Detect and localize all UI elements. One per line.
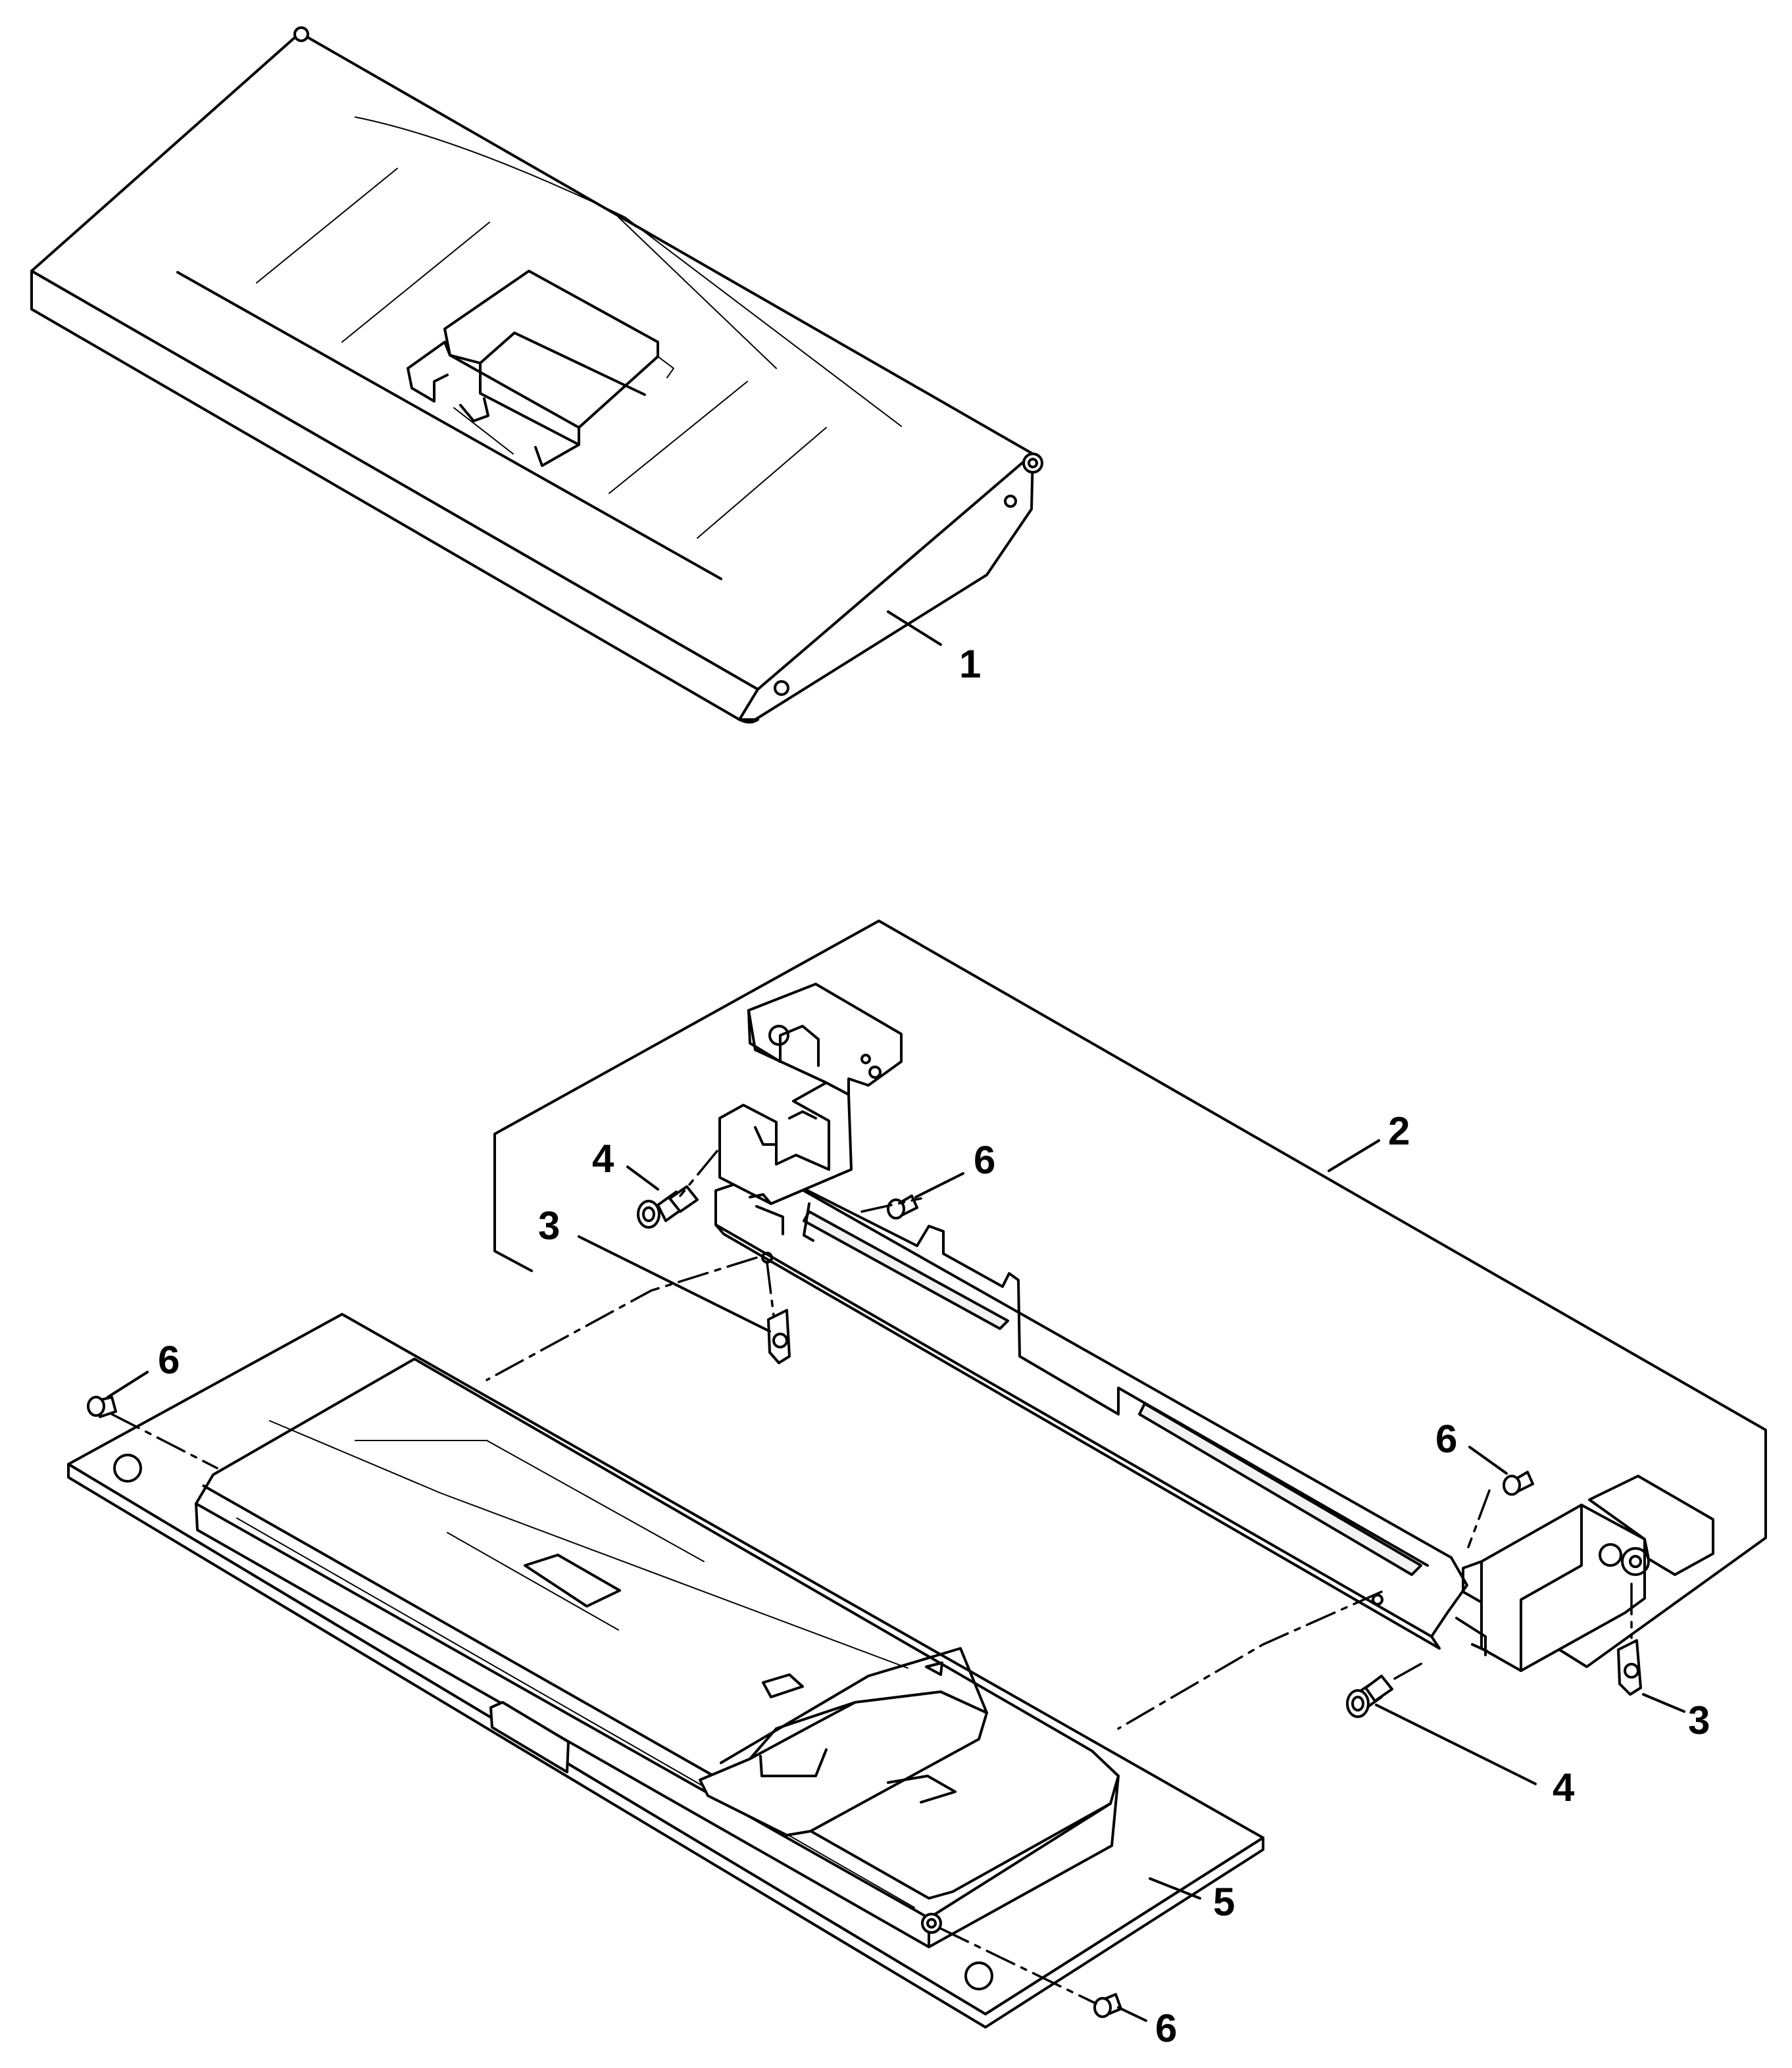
- leader-line-6-plate-left: [107, 1371, 149, 1398]
- leader-line-1: [887, 610, 942, 646]
- callout-label-4-left: 4: [592, 1137, 614, 1181]
- callout-label-3-left: 3: [538, 1204, 560, 1248]
- part-2-mounting-rail: [714, 983, 1714, 1672]
- callout-4-left: 4: [592, 1137, 659, 1191]
- assembly-lines: [111, 1150, 1633, 2005]
- callout-label-6-plate-left: 6: [158, 1338, 180, 1382]
- callout-label-6-plate-bottom: 6: [1155, 2006, 1177, 2050]
- callout-6-plate-bottom: 6: [1117, 2006, 1177, 2050]
- part-5-base-plate: [67, 1313, 1264, 2029]
- callout-6-rail: 6: [914, 1138, 995, 1198]
- leader-line-4-right: [1375, 1704, 1537, 1785]
- leader-line-4-left: [626, 1166, 659, 1191]
- callout-label-4-right: 4: [1553, 1765, 1575, 1810]
- callout-5: 5: [1149, 1877, 1235, 1924]
- leader-line-3-left: [578, 1235, 771, 1333]
- callout-label-6-right: 6: [1435, 1417, 1457, 1461]
- callout-6-right: 6: [1435, 1417, 1508, 1475]
- callout-label-3-right: 3: [1688, 1698, 1710, 1742]
- callout-6-plate-left: 6: [107, 1338, 180, 1398]
- callout-label-2: 2: [1388, 1109, 1410, 1153]
- callout-3-left: 3: [538, 1204, 771, 1333]
- leader-line-2: [1328, 1139, 1380, 1172]
- screw-4-left: [637, 1185, 699, 1229]
- screw-4-right: [1346, 1675, 1393, 1718]
- part-1-cover-panel: [30, 26, 1043, 724]
- callout-3-right: 3: [1642, 1693, 1710, 1742]
- leader-line-6-plate-bottom: [1117, 2006, 1147, 2022]
- callout-label-1: 1: [959, 642, 981, 686]
- screw-6-right-bracket: [1503, 1471, 1534, 1496]
- clip-3-left: [767, 1309, 791, 1364]
- assembly-2-group-outline: [493, 920, 1767, 1668]
- leader-line-6-right: [1468, 1446, 1508, 1475]
- callout-label-5: 5: [1213, 1880, 1235, 1924]
- screw-6-plate-left: [87, 1396, 117, 1418]
- leader-line-3-right: [1642, 1693, 1685, 1713]
- screw-6-plate-bottom: [1093, 1993, 1122, 2018]
- leader-line-5: [1149, 1877, 1201, 1900]
- callout-4-right: 4: [1375, 1704, 1575, 1810]
- clip-3-right: [1617, 1639, 1642, 1696]
- leader-line-6-rail: [914, 1172, 964, 1198]
- callout-2: 2: [1328, 1109, 1410, 1172]
- callout-label-6-rail: 6: [974, 1138, 995, 1182]
- callout-1: 1: [887, 610, 981, 686]
